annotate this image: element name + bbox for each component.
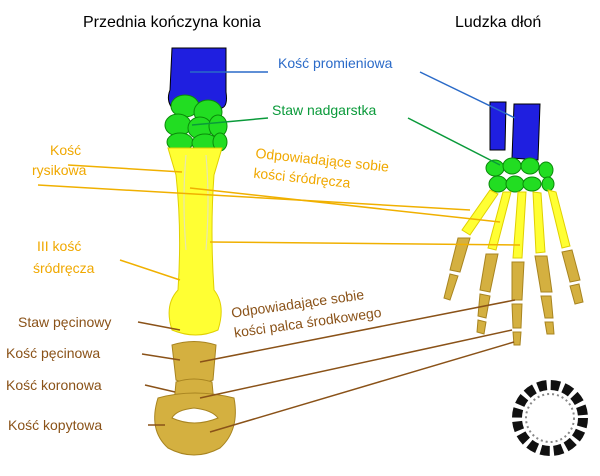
- horse-leg: [154, 47, 236, 456]
- human-phalanges: [443, 237, 584, 346]
- human-metacarpals: [461, 189, 571, 259]
- horse-carpus: [164, 94, 228, 153]
- label-radius: Kość promieniowa: [278, 55, 393, 71]
- label-splint-line1: Kość: [50, 142, 81, 158]
- leader-lines: [37, 71, 521, 433]
- label-fetlock: Staw pęcinowy: [18, 314, 111, 330]
- human-radius: [489, 101, 541, 161]
- label-third-mc-line2: śródręcza: [33, 260, 95, 276]
- horse-coffin: [154, 392, 236, 456]
- horse-pastern: [171, 341, 217, 385]
- horse-ring-logo: [512, 380, 588, 456]
- horse-radius: [167, 47, 227, 109]
- label-coronary: Kość koronowa: [6, 377, 102, 393]
- human-carpus: [485, 157, 555, 193]
- label-carpus: Staw nadgarstka: [272, 102, 376, 118]
- label-splint-line2: rysikowa: [32, 162, 87, 178]
- label-coffin: Kość kopytowa: [8, 417, 102, 433]
- horse-title: Przednia kończyna konia: [83, 14, 261, 31]
- label-pastern: Kość pęcinowa: [6, 345, 100, 361]
- human-title: Ludzka dłoń: [455, 14, 541, 31]
- label-third-mc-line1: III kość: [37, 238, 81, 254]
- human-hand: [443, 101, 584, 346]
